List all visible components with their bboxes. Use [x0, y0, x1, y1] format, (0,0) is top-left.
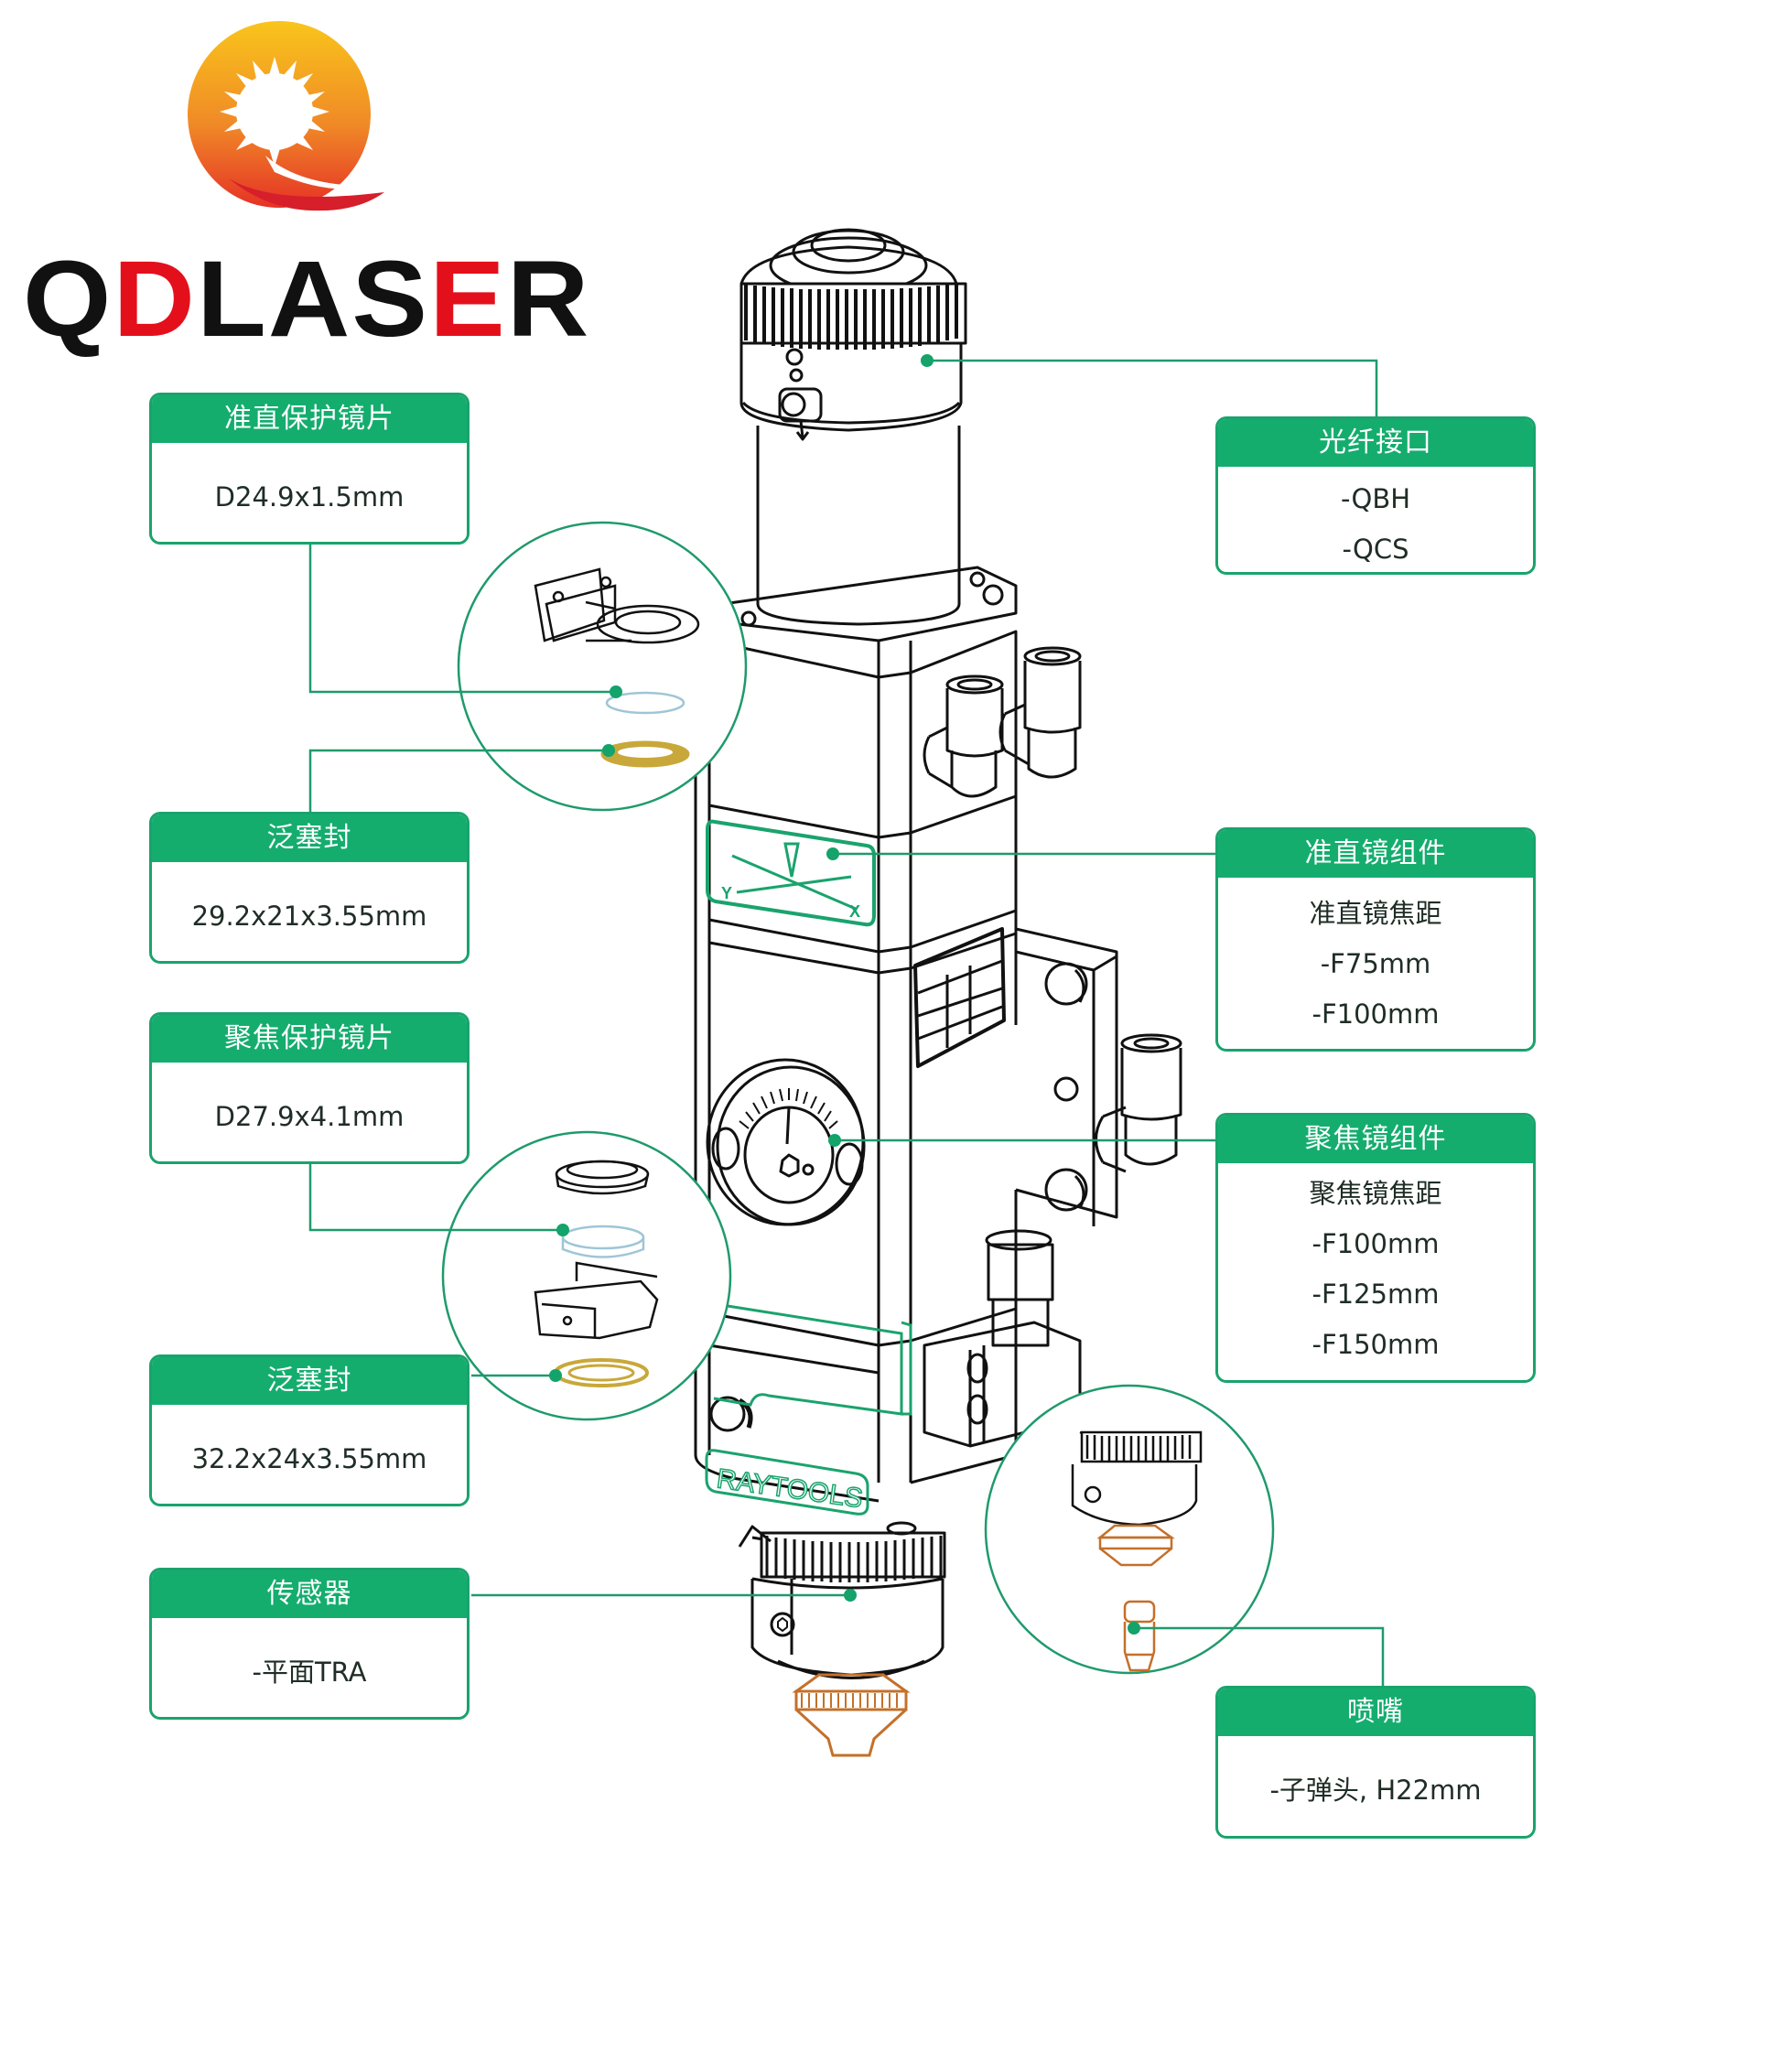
leader-dot [610, 685, 622, 698]
logo-emblem-icon [188, 21, 384, 211]
leader-dot [1128, 1622, 1140, 1635]
detail-circle-collimation [457, 521, 748, 812]
callout-piston-seal-1: 泛塞封 29.2x21x3.55mm [149, 812, 470, 964]
callout-title: 聚焦保护镜片 [152, 1015, 467, 1063]
axis-x-label: X [849, 902, 860, 921]
callout-subtitle: 聚焦镜焦距 [1309, 1178, 1442, 1209]
callout-spec: -F100mm [1311, 1228, 1440, 1259]
fiber-connector [739, 228, 967, 441]
callout-nozzle: 喷嘴 -子弹头, H22mm [1215, 1686, 1536, 1839]
callout-sensor: 传感器 -平面TRA [149, 1568, 470, 1720]
callout-subtitle: 准直镜焦距 [1309, 898, 1442, 929]
callout-title: 泛塞封 [152, 815, 467, 862]
focus-dial [706, 1058, 866, 1226]
callout-title: 泛塞封 [152, 1357, 467, 1405]
callout-spec: -F75mm [1320, 948, 1431, 979]
air-fitting-side [1095, 1033, 1182, 1173]
brand-logo: QDLASER [0, 0, 588, 357]
axis-y-label: Y [721, 884, 732, 902]
leader-dot [828, 1134, 841, 1147]
leader-dot [602, 744, 615, 757]
detail-circle-nozzle [984, 1384, 1275, 1675]
air-fitting-upper [923, 646, 1082, 798]
callout-title: 准直镜组件 [1218, 830, 1533, 878]
raytools-badge: RAYTOOLS [705, 1449, 869, 1516]
protective-lens-icon [605, 691, 685, 715]
callout-title: 喷嘴 [1218, 1689, 1533, 1736]
callout-piston-seal-2: 泛塞封 32.2x24x3.55mm [149, 1354, 470, 1506]
callout-focus-protective-lens: 聚焦保护镜片 D27.9x4.1mm [149, 1012, 470, 1164]
callout-fiber-interface: 光纤接口 -QBH -QCS [1215, 416, 1536, 575]
callout-spec: 32.2x24x3.55mm [191, 1443, 427, 1474]
callout-spec: 29.2x21x3.55mm [191, 901, 427, 932]
callout-spec: -子弹头, H22mm [1269, 1775, 1482, 1806]
callout-spec: -F125mm [1311, 1279, 1440, 1310]
leader-dots [549, 354, 1140, 1635]
callout-spec: -QBH [1340, 483, 1411, 514]
callout-spec: -F100mm [1311, 998, 1440, 1030]
callout-collimation-protective-lens: 准直保护镜片 D24.9x1.5mm [149, 393, 470, 545]
callout-collimator-assembly: 准直镜组件 准直镜焦距 -F75mm -F100mm [1215, 827, 1536, 1052]
leader-lines [308, 359, 1385, 1686]
leader-dot [921, 354, 934, 367]
callout-spec: D24.9x1.5mm [214, 481, 405, 513]
callout-focus-lens-assembly: 聚焦镜组件 聚焦镜焦距 -F100mm -F125mm -F150mm [1215, 1113, 1536, 1383]
leader-dot [826, 847, 839, 860]
callout-spec: D27.9x4.1mm [214, 1101, 405, 1132]
leader-dot [556, 1224, 569, 1236]
drawer-highlight [713, 1304, 903, 1416]
axis-adjust-label [706, 819, 876, 927]
nameplate [913, 927, 1006, 1068]
nozzle-on-head [792, 1673, 911, 1757]
callout-spec: -F150mm [1311, 1329, 1440, 1360]
callout-title: 传感器 [152, 1570, 467, 1618]
leader-dot [549, 1369, 562, 1382]
brand-wordmark: QDLASER [23, 239, 591, 360]
callout-title: 准直保护镜片 [152, 395, 467, 443]
leader-dot [844, 1589, 857, 1602]
callout-spec: -平面TRA [252, 1657, 367, 1688]
callout-title: 聚焦镜组件 [1218, 1116, 1533, 1163]
callout-title: 光纤接口 [1218, 419, 1533, 467]
callout-spec: -QCS [1342, 534, 1409, 565]
